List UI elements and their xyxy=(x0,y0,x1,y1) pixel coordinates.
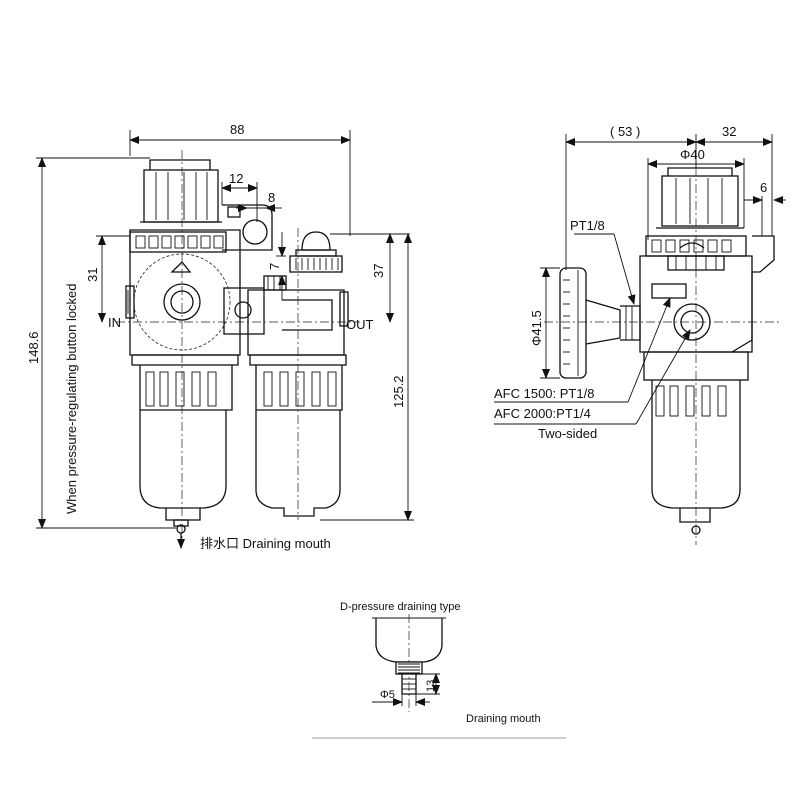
dim-phi5: Φ5 xyxy=(380,689,395,701)
dim-31: 31 xyxy=(85,268,100,282)
detail-drain-label: Draining mouth xyxy=(466,713,541,725)
locked-note: When pressure-regulating button locked xyxy=(64,283,79,514)
dim-7: 7 xyxy=(267,263,282,270)
dim-6: 6 xyxy=(760,180,767,195)
side-knob xyxy=(656,167,744,229)
filter-bowl xyxy=(131,354,239,534)
drain-label-front: 排水口 Draining mouth xyxy=(200,536,331,551)
dim-phi41-5: Φ41.5 xyxy=(529,310,544,346)
pressure-gauge xyxy=(559,267,641,379)
dim-13: 13 xyxy=(425,680,437,692)
dim-53: ( 53 ) xyxy=(610,124,640,139)
regulator-knob xyxy=(140,159,222,223)
dim-height-125-2: 125.2 xyxy=(391,375,406,408)
connector-block xyxy=(223,275,287,335)
gauge-port-label: PT1/8 xyxy=(570,218,605,233)
dim-32: 32 xyxy=(722,124,736,139)
regulator-body xyxy=(125,204,273,356)
dim-height-148-6: 148.6 xyxy=(26,331,41,364)
side-view: ( 53 ) 32 Φ40 6 PT1/8 Φ41.5 AFC 1500: PT… xyxy=(494,124,786,545)
dim-width-88: 88 xyxy=(230,122,244,137)
port-out-label: OUT xyxy=(346,317,374,332)
port-note-two-sided: Two-sided xyxy=(538,426,597,441)
dim-37: 37 xyxy=(371,264,386,278)
side-body xyxy=(639,235,775,353)
port-note-afc1500: AFC 1500: PT1/8 xyxy=(494,386,594,401)
dim-12: 12 xyxy=(229,171,243,186)
port-in-label: IN xyxy=(108,315,121,330)
lubricator-bowl xyxy=(249,354,347,517)
detail-title: D-pressure draining type xyxy=(340,601,460,613)
port-note-afc2000: AFC 2000:PT1/4 xyxy=(494,406,591,421)
detail-view: D-pressure draining type 13 Φ5 Draining … xyxy=(312,601,566,739)
dim-8: 8 xyxy=(268,190,275,205)
front-view: IN OUT 88 12 8 31 37 7 148.6 xyxy=(26,122,414,551)
dim-phi40: Φ40 xyxy=(680,147,705,162)
